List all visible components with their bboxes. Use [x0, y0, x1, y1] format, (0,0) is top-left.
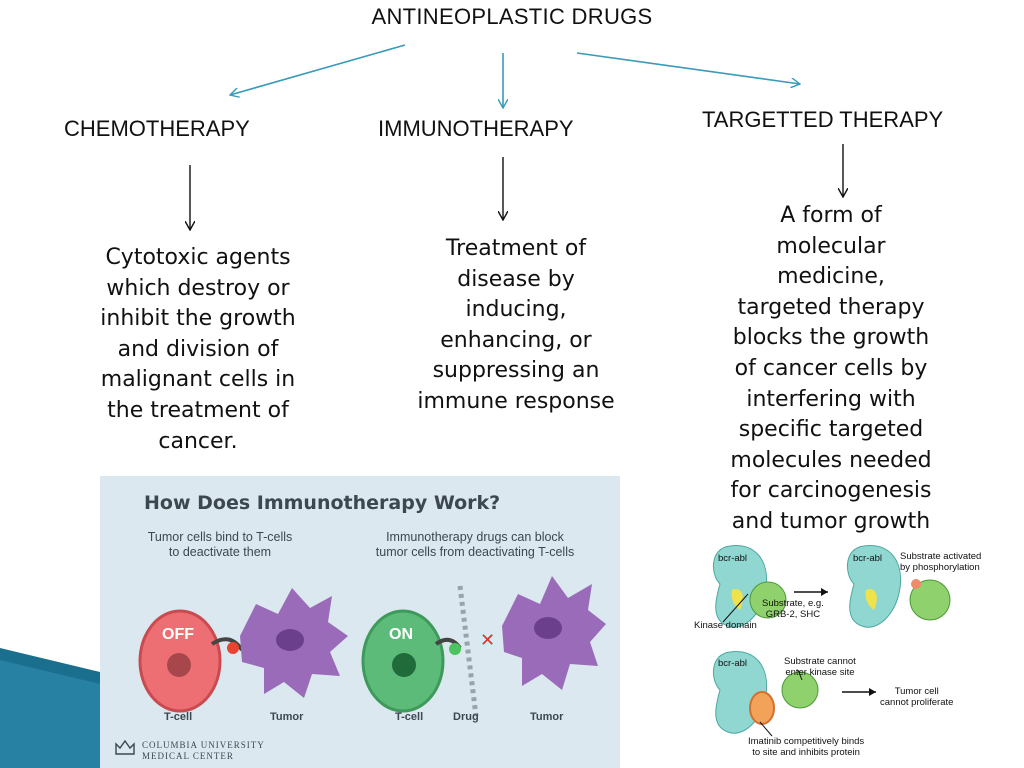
- label-bcr-abl-3: bcr-abl: [718, 658, 748, 669]
- label-bcr-abl-1: bcr-abl: [718, 553, 748, 564]
- targeted-therapy-figure: bcr-abl bcr-abl bcr-abl Substrate activa…: [690, 540, 1024, 768]
- heading-chemotherapy: CHEMOTHERAPY: [64, 116, 250, 141]
- drug-molecule: [449, 643, 461, 655]
- label-tumor-cell: Tumor cell cannot proliferate: [880, 686, 954, 708]
- label-substrate-eg: Substrate, e.g. GRB-2, SHC: [762, 598, 824, 620]
- label-bcr-abl-2: bcr-abl: [853, 553, 883, 564]
- on-label: ON: [389, 626, 413, 643]
- immunotherapy-figure: How Does Immunotherapy Work? Tumor cells…: [100, 476, 620, 768]
- label-drug: Drug: [453, 711, 479, 723]
- arrow-to-chemotherapy: [230, 44, 406, 95]
- description-immunotherapy: Treatment of disease by inducing, enhanc…: [417, 236, 615, 414]
- label-kinase-domain: Kinase domain: [694, 620, 757, 631]
- substrate-activated: [909, 579, 951, 621]
- label-substrate-cannot: Substrate cannot enter kinase site: [784, 656, 856, 678]
- page-title: ANTINEOPLASTIC DRUGS: [371, 4, 653, 29]
- label-substrate-activated: Substrate activated by phosphorylation: [900, 551, 982, 573]
- right-caption: Immunotherapy drugs can block tumor cell…: [375, 530, 575, 559]
- substrate-1: [749, 581, 787, 619]
- figure-title: How Does Immunotherapy Work?: [144, 492, 501, 514]
- columbia-logo-text: COLUMBIA UNIVERSITY MEDICAL CENTER: [142, 740, 265, 761]
- description-chemotherapy: Cytotoxic agents which destroy or inhibi…: [100, 245, 296, 454]
- label-tcell-right: T-cell: [395, 711, 424, 723]
- label-tcell-left: T-cell: [164, 711, 193, 723]
- arrow-to-targeted-therapy: [576, 52, 800, 84]
- label-tumor-right: Tumor: [530, 711, 564, 723]
- crown-icon: [115, 739, 135, 755]
- heading-targeted-therapy: TARGETTED THERAPY: [702, 107, 944, 132]
- bcr-abl-protein-2: [846, 544, 902, 628]
- imatinib-molecule: [749, 691, 775, 725]
- immunotherapy-illustration: ✕: [138, 576, 606, 717]
- left-caption: Tumor cells bind to T-cells to deactivat…: [147, 530, 293, 559]
- heading-immunotherapy: IMMUNOTHERAPY: [378, 116, 574, 141]
- bcr-abl-illustration: [712, 544, 951, 737]
- binding-signal-red: [227, 642, 239, 654]
- description-targeted-therapy: A form of molecular medicine, targeted t…: [730, 203, 932, 534]
- label-imatinib: Imatinib competitively binds to site and…: [748, 736, 865, 758]
- off-label: OFF: [162, 626, 194, 643]
- label-tumor-left: Tumor: [270, 711, 304, 723]
- svg-text:✕: ✕: [480, 630, 495, 651]
- substrate-blocked: [781, 671, 819, 709]
